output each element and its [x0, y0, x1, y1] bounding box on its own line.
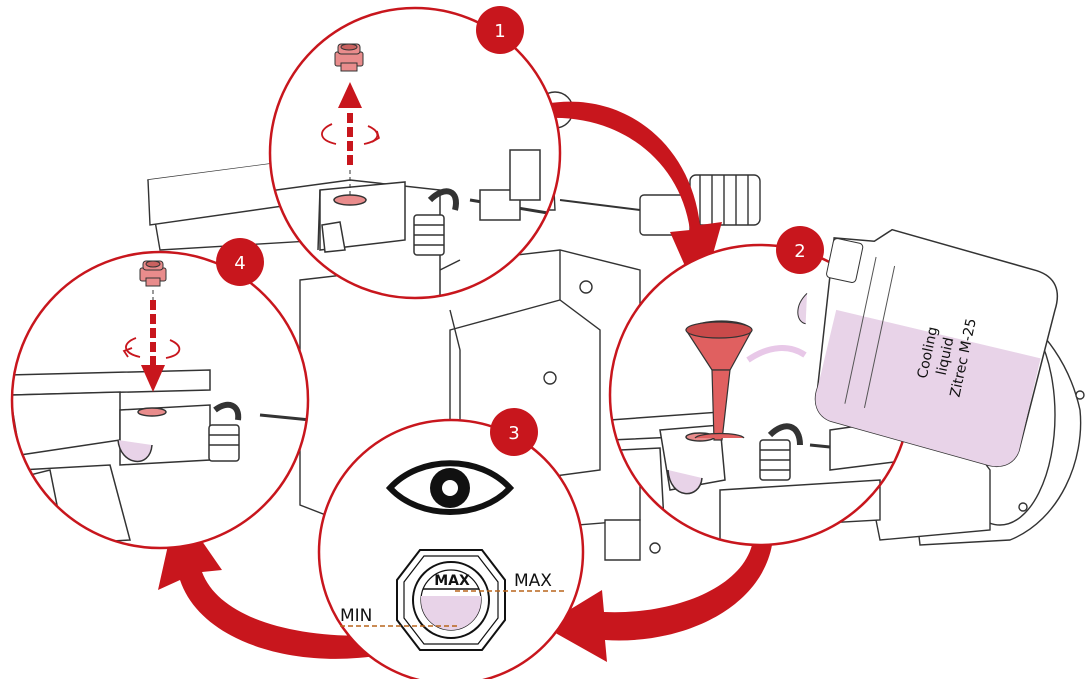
gauge-max-inner-label: MAX [434, 573, 470, 589]
step3-number: 3 [508, 423, 519, 444]
step1-badge: 1 [476, 6, 524, 54]
coolant-level-fill [421, 596, 481, 630]
arrow-step2-to-step3 [543, 545, 772, 662]
step2-badge: 2 [776, 226, 824, 274]
step3-panel: MAX MAX MIN 3 [317, 408, 585, 679]
step3-badge: 3 [490, 408, 538, 456]
step4-badge: 4 [216, 238, 264, 286]
funnel-icon [685, 320, 753, 441]
step1-number: 1 [494, 21, 505, 42]
arrow-down-icon [141, 290, 165, 392]
plug-icon [334, 43, 364, 72]
coolant-stream [746, 345, 807, 363]
min-label: MIN [340, 606, 372, 626]
eye-icon [385, 460, 515, 515]
arrow-up-icon [338, 82, 362, 195]
canister-icon: Cooling liquid Zitrec M-25 [797, 228, 1059, 468]
step4-number: 4 [234, 253, 245, 274]
max-label: MAX [514, 571, 552, 591]
arrow-step3-to-step4 [158, 505, 385, 659]
rotate-icon [122, 337, 181, 359]
sight-gauge: MAX [396, 549, 506, 651]
step4-panel: 4 [10, 238, 310, 550]
rotate-icon [321, 123, 380, 145]
step2-number: 2 [794, 241, 805, 262]
canister-label-line2: liquid [934, 336, 958, 377]
plug-icon [139, 260, 167, 287]
